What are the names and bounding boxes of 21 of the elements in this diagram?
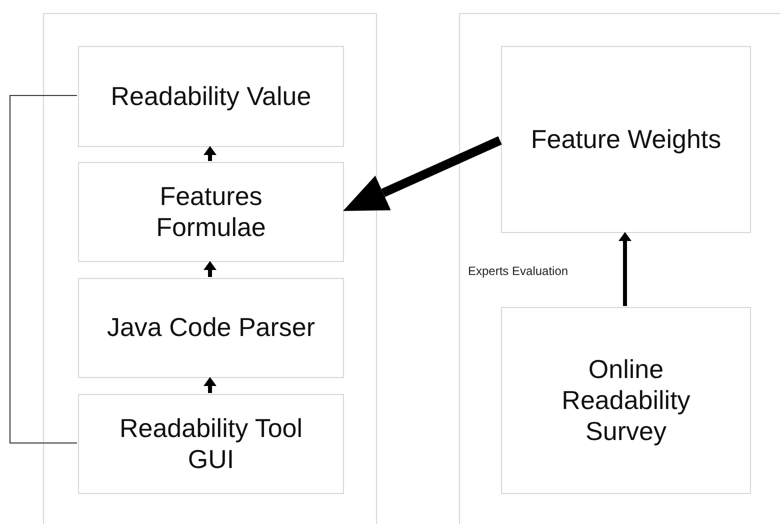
edge-label: Experts Evaluation xyxy=(468,264,568,278)
arrow xyxy=(204,261,216,277)
panel-background xyxy=(459,13,780,524)
connector-line xyxy=(10,95,78,444)
box-label: Feature Weights xyxy=(530,124,722,156)
process-box xyxy=(501,307,751,494)
box-label: Features Formulae xyxy=(155,180,267,244)
arrow xyxy=(618,232,632,306)
process-box xyxy=(78,394,344,494)
box-label: Readability Tool GUI xyxy=(118,412,304,476)
process-box xyxy=(78,162,344,262)
process-box xyxy=(78,46,344,147)
arrow xyxy=(204,377,216,393)
process-box xyxy=(501,46,751,233)
process-box xyxy=(78,278,344,378)
arrow xyxy=(204,146,216,161)
panel-background xyxy=(43,13,377,524)
box-label: Java Code Parser xyxy=(106,312,316,344)
arrow xyxy=(343,136,502,211)
box-label: Readability Value xyxy=(110,80,312,112)
box-label: Online Readability Survey xyxy=(560,354,692,448)
